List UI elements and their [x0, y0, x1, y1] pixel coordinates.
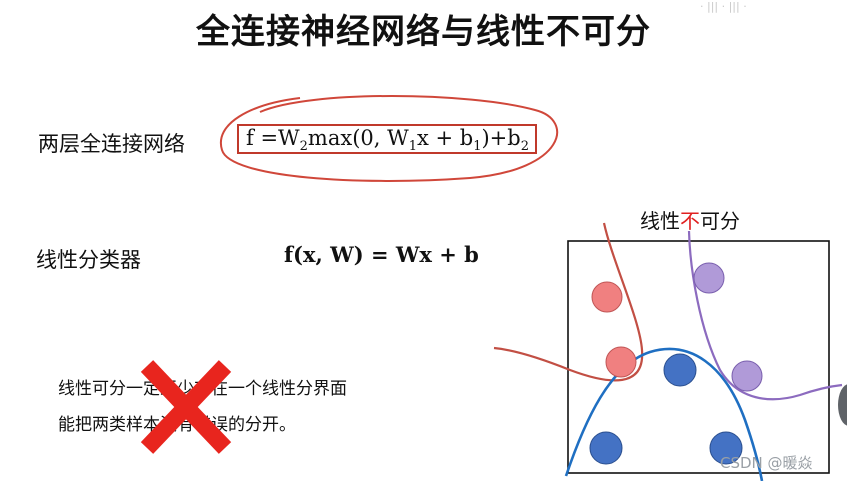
top-corner-decoration: · ||| · ||| · [700, 0, 747, 13]
title-part-not: 不 [680, 209, 700, 233]
formula-box [237, 124, 537, 154]
blue-sample-dot [709, 431, 743, 465]
title-part-separable: 可分 [700, 209, 740, 233]
purple-boundary-curve [687, 230, 843, 401]
formula-b1-sub: 1 [473, 139, 482, 155]
blue-boundary-curve [564, 347, 764, 481]
slide-title: 全连接神经网络与线性不可分 [196, 12, 651, 52]
blue-sample-dot [663, 353, 697, 387]
nonlinear-separable-title: 线性不可分 [640, 205, 740, 234]
formula-eq: =W [253, 126, 300, 150]
formula-x-plus-b: x + b [416, 126, 474, 150]
linear-classifier-label: 线性分类器 [36, 248, 141, 272]
red-boundary-curve [493, 222, 644, 382]
purple-sample-dot [693, 262, 725, 294]
blue-sample-dot [589, 431, 623, 465]
two-layer-network-label: 两层全连接网络 [38, 132, 185, 156]
formula-b2-sub: 2 [520, 139, 529, 155]
title-part-linear: 线性 [640, 209, 680, 233]
diagram-frame [567, 240, 830, 474]
red-sample-dot [591, 281, 623, 313]
red-sample-dot [605, 346, 637, 378]
purple-sample-dot [731, 360, 763, 392]
side-nav-button[interactable] [838, 384, 847, 426]
watermark: CSDN @暖焱 [720, 454, 813, 472]
formula-w2-sub: 2 [299, 139, 308, 155]
formula-f: f [246, 126, 254, 150]
linear-classifier-formula: f(x, W) = Wx + b [284, 242, 479, 267]
two-layer-formula: f =W2max(0, W1x + b1)+b2 [246, 126, 529, 154]
formula-w1-sub: 1 [408, 139, 417, 155]
formula-close-plus-b: )+b [481, 126, 521, 150]
formula-max: max(0, W [307, 126, 409, 150]
